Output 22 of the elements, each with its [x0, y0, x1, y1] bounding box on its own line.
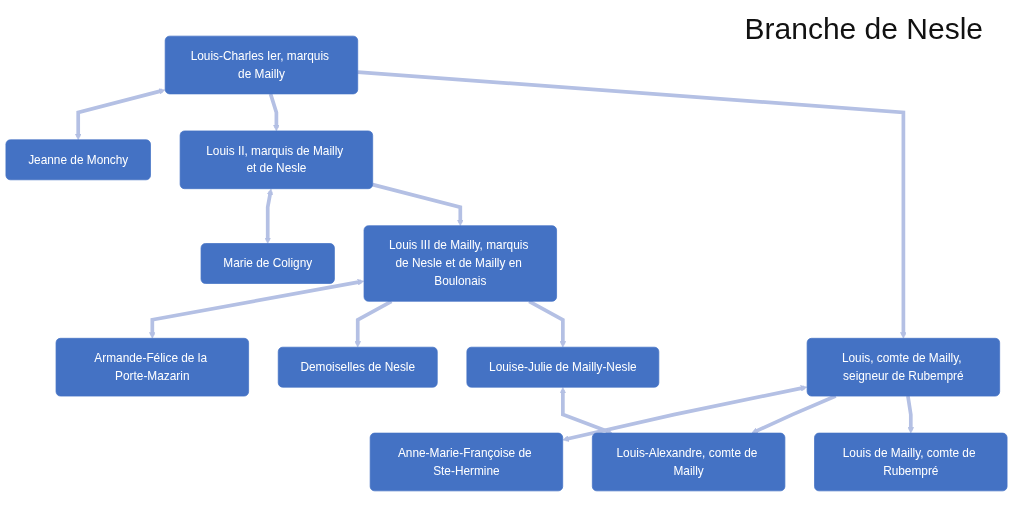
arrow — [149, 279, 365, 339]
node-box: Demoiselles de Nesle — [277, 346, 438, 388]
node-box: Louis III de Mailly, marquis de Nesle et de Mailly en Boulonais — [363, 225, 557, 302]
arrow — [357, 70, 907, 339]
arrow — [268, 93, 280, 132]
arrow — [264, 188, 274, 244]
node-box: Louis de Mailly, comte de Rubempré — [814, 432, 1008, 492]
node-box: Louis II, marquis de Mailly et de Nesle — [179, 130, 374, 190]
node-box: Jeanne de Monchy — [5, 139, 151, 181]
diagram-title: Branche de Nesle — [744, 12, 983, 46]
node-box: Louis-Charles Ier, marquis de Mailly — [164, 35, 359, 95]
node-box: Anne-Marie-Françoise de Ste-Hermine — [369, 432, 564, 492]
node-box: Louis-Alexandre, comte de Mailly — [591, 432, 786, 492]
arrow — [559, 387, 613, 435]
node-box: Louise-Julie de Mailly-Nesle — [466, 346, 660, 388]
node-box: Armande-Félice de la Porte-Mazarin — [55, 337, 249, 397]
arrow — [372, 182, 464, 227]
arrow — [74, 88, 166, 141]
node-box: Louis, comte de Mailly, seigneur de Rubempré — [806, 337, 1001, 397]
arrow — [562, 385, 808, 442]
arrow — [906, 395, 915, 434]
node-box: Marie de Coligny — [200, 243, 335, 284]
